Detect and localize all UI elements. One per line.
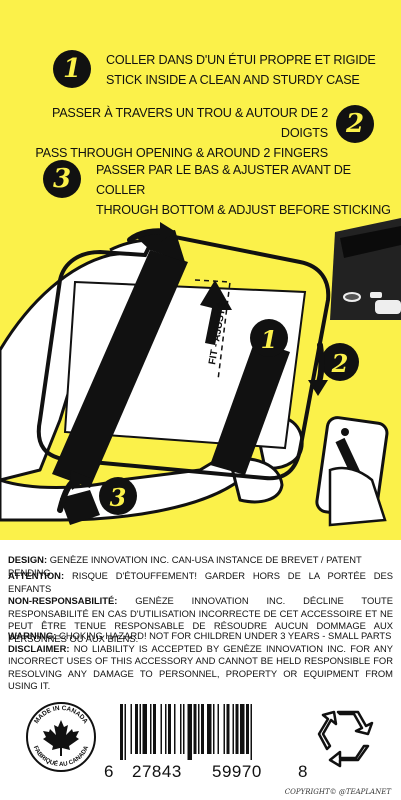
phone-corner-icon <box>330 218 401 320</box>
step-2-en: PASS THROUGH OPENING & AROUND 2 FINGERS <box>35 146 328 160</box>
step-3-en: THROUGH BOTTOM & ADJUST BEFORE STICKING <box>96 203 391 217</box>
barcode-check-digit: 8 <box>298 762 308 781</box>
callout-1-icon: 1 <box>250 319 288 357</box>
inset-hand-icon <box>315 416 389 527</box>
barcode-bar <box>198 704 200 754</box>
barcode-bar <box>183 704 185 754</box>
barcode-bar <box>201 704 204 754</box>
barcode-bar <box>139 704 141 754</box>
callout-3-icon: 3 <box>99 477 137 515</box>
barcode-bar <box>246 704 249 754</box>
step-2-fr: PASSER À TRAVERS UN TROU & AUTOUR DE 2 D… <box>51 106 328 140</box>
english-warnings: WARNING: CHOKING HAZARD! NOT FOR CHILDRE… <box>8 630 394 692</box>
barcode-bar <box>165 704 167 754</box>
made-in-canada-seal: MADE IN CANADA FABRIQUÉ AU CANADA <box>26 702 96 772</box>
barcode-bar <box>120 704 123 760</box>
design-line: DESIGN: GENÈZE INNOVATION INC. CAN-USA I… <box>8 554 362 578</box>
barcode-bar <box>207 704 212 754</box>
instructions-panel: 1 COLLER DANS D'UN ÉTUI PROPRE ET RIGIDE… <box>0 0 401 540</box>
barcode-bar <box>153 704 156 754</box>
barcode-bar <box>235 704 239 754</box>
barcode-bar <box>240 704 245 754</box>
barcode-bar <box>174 704 176 754</box>
barcode-bar <box>142 704 147 754</box>
barcode <box>120 704 252 760</box>
step-1-fr: COLLER DANS D'UN ÉTUI PROPRE ET RIGIDE <box>106 53 376 67</box>
barcode-bar <box>180 704 182 754</box>
barcode-bar <box>193 704 197 754</box>
step-3-badge: 3 <box>43 160 81 198</box>
callout-2-icon: 2 <box>321 343 359 381</box>
recycle-icon <box>317 710 374 768</box>
step-2-text: PASSER À TRAVERS UN TROU & AUTOUR DE 2 D… <box>22 103 328 163</box>
svg-text:3: 3 <box>110 483 127 512</box>
step-1-text: COLLER DANS D'UN ÉTUI PROPRE ET RIGIDE S… <box>106 50 376 90</box>
step-3-text: PASSER PAR LE BAS & AJUSTER AVANT DE COL… <box>96 160 401 220</box>
step-1-badge: 1 <box>53 50 91 88</box>
barcode-bar <box>217 704 219 754</box>
barcode-bar <box>135 704 138 754</box>
barcode-bar <box>124 704 126 760</box>
barcode-left-digits: 27843 <box>132 762 182 781</box>
french-warnings: ATTENTION: RISQUE D'ÉTOUFFEMENT! GARDER … <box>8 570 393 644</box>
copyright-watermark: COPYRIGHT© @TEAPLANET <box>284 788 391 796</box>
barcode-bar <box>168 704 171 754</box>
fit-guide <box>194 279 232 381</box>
barcode-bar <box>226 704 230 754</box>
barcode-lead-digit: 6 <box>104 762 114 781</box>
svg-text:1: 1 <box>261 325 278 354</box>
step-1-en: STICK INSIDE A CLEAN AND STURDY CASE <box>106 73 360 87</box>
barcode-bar <box>223 704 225 754</box>
hand-phone-illustration: FIT - AJUSTÉ 1 2 3 <box>0 218 401 527</box>
svg-text:2: 2 <box>331 349 349 378</box>
barcode-bar <box>150 704 152 754</box>
barcode-bar <box>160 704 162 754</box>
barcode-bar <box>130 704 132 754</box>
step-2-badge: 2 <box>336 105 374 143</box>
step-3-fr: PASSER PAR LE BAS & AJUSTER AVANT DE COL… <box>96 163 351 197</box>
barcode-right-digits: 59970 <box>212 762 262 781</box>
barcode-bar <box>232 704 234 754</box>
barcode-bar <box>187 704 192 760</box>
maple-leaf-icon <box>43 720 79 756</box>
strap-icon <box>52 230 290 525</box>
barcode-bar <box>213 704 215 754</box>
barcode-bar <box>250 704 252 760</box>
